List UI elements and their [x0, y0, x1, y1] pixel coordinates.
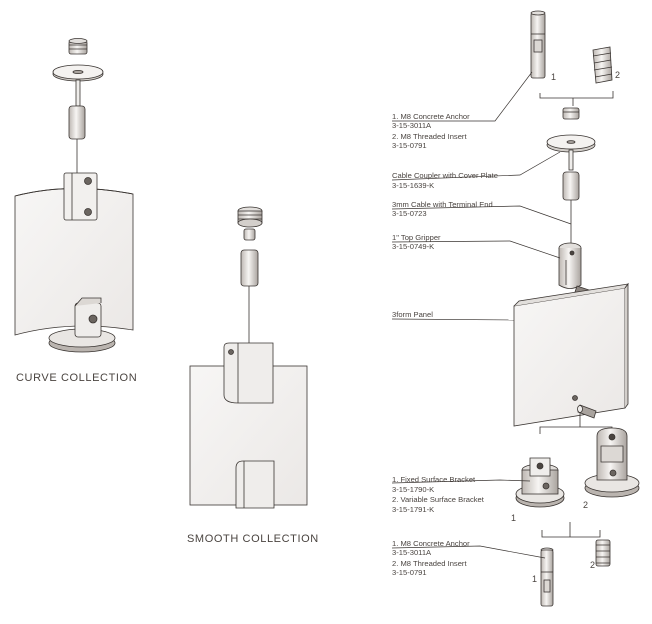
smooth-threaded-insert: [237, 206, 263, 228]
svg-text:3-15-1791-K: 3-15-1791-K: [392, 505, 434, 514]
exploded-top-gripper: [558, 242, 590, 297]
smooth-cable-coupler: [240, 228, 259, 287]
callout-bracket: 1. Fixed Surface Bracket 3-15-1790-K 2. …: [392, 475, 485, 514]
svg-text:3-15-3011A: 3-15-3011A: [392, 121, 432, 130]
exploded-cable-coupler: [562, 171, 580, 201]
smooth-top-gripper: [223, 342, 274, 404]
svg-text:2. Variable Surface Bracket: 2. Variable Surface Bracket: [392, 495, 485, 504]
bottom-threaded-insert: [595, 539, 611, 567]
curve-collection-assembly: [14, 38, 134, 353]
curve-top-gripper: [63, 172, 98, 221]
svg-text:3-15-0749-K: 3-15-0749-K: [392, 242, 434, 251]
svg-text:3mm Cable with Terminal End: 3mm Cable with Terminal End: [392, 200, 493, 209]
callout-panel: 3form Panel: [392, 310, 433, 319]
label-top-anchor-number: 1: [551, 72, 556, 82]
svg-text:1" Top Gripper: 1" Top Gripper: [392, 233, 441, 242]
curve-threaded-insert: [68, 38, 88, 55]
svg-text:3-15-1790-K: 3-15-1790-K: [392, 485, 434, 494]
label-fixed-bracket-number: 1: [511, 513, 516, 523]
svg-text:Cable Coupler with Cover Plate: Cable Coupler with Cover Plate: [392, 171, 498, 180]
callout-top-anchor: 1. M8 Concrete Anchor 3-15-3011A 2. M8 T…: [392, 112, 470, 150]
callout-cable: 3mm Cable with Terminal End 3-15-0723: [392, 200, 493, 218]
curve-cover-plate: [52, 64, 104, 82]
smooth-collection-caption: SMOOTH COLLECTION: [187, 533, 319, 545]
svg-text:1. M8 Concrete Anchor: 1. M8 Concrete Anchor: [392, 539, 470, 548]
callout-bottom-anchor: 1. M8 Concrete Anchor 3-15-3011A 2. M8 T…: [392, 539, 470, 577]
callout-coupler: Cable Coupler with Cover Plate 3-15-1639…: [392, 171, 498, 190]
svg-text:3-15-0791: 3-15-0791: [392, 568, 427, 577]
exploded-assembly: [513, 10, 640, 607]
svg-text:3form Panel: 3form Panel: [392, 310, 433, 319]
label-variable-bracket-number: 2: [583, 500, 588, 510]
exploded-cover-insert: [562, 107, 580, 120]
svg-text:3-15-0723: 3-15-0723: [392, 209, 427, 218]
fixed-surface-bracket: [515, 457, 565, 508]
smooth-bottom-gripper: [235, 460, 275, 509]
svg-text:1. Fixed Surface Bracket: 1. Fixed Surface Bracket: [392, 475, 476, 484]
top-concrete-anchor: [530, 10, 546, 79]
curve-collection-caption: CURVE COLLECTION: [16, 372, 137, 384]
svg-text:3-15-3011A: 3-15-3011A: [392, 548, 432, 557]
curve-cable-coupler: [68, 79, 86, 140]
exploded-panel: [513, 282, 629, 427]
svg-text:3-15-1639-K: 3-15-1639-K: [392, 181, 434, 190]
svg-text:3-15-0791: 3-15-0791: [392, 141, 427, 150]
callout-gripper: 1" Top Gripper 3-15-0749-K: [392, 233, 441, 251]
smooth-collection-assembly: [189, 206, 308, 509]
top-threaded-insert: [592, 46, 613, 84]
curve-bottom-bracket: [48, 297, 116, 353]
svg-text:2. M8 Threaded Insert: 2. M8 Threaded Insert: [392, 559, 467, 568]
label-bottom-insert-number: 2: [590, 560, 595, 570]
svg-text:1. M8 Concrete Anchor: 1. M8 Concrete Anchor: [392, 112, 470, 121]
leader-lines: [391, 71, 572, 559]
exploded-set-screw: [577, 404, 597, 419]
svg-text:2. M8 Threaded Insert: 2. M8 Threaded Insert: [392, 132, 467, 141]
label-bottom-anchor-number: 1: [532, 574, 537, 584]
variable-surface-bracket: [584, 427, 640, 498]
label-top-insert-number: 2: [615, 70, 620, 80]
exploded-cover-plate: [546, 134, 596, 153]
bottom-concrete-anchor: [540, 547, 554, 607]
